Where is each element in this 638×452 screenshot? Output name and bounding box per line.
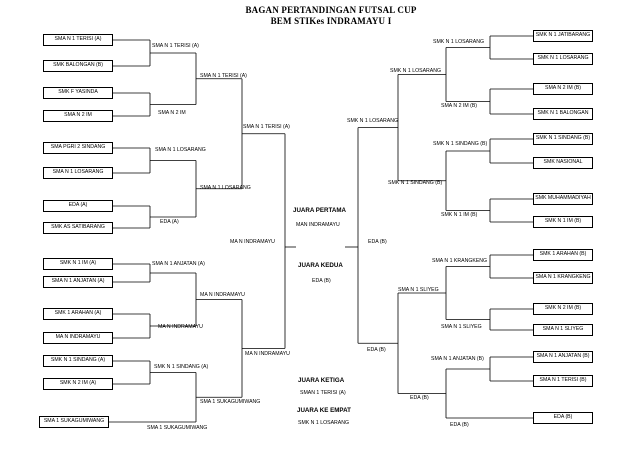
finalist-label-left: MA N INDRAMAYU	[230, 239, 275, 245]
team-box-left-12: MA N INDRAMAYU	[43, 332, 113, 344]
team-box-left-7: EDA (A)	[43, 200, 113, 212]
winner-label: SMK N 1 LOSARANG	[390, 68, 442, 74]
winner-label: MA N INDRAMAYU	[245, 351, 290, 357]
winner-label: SMK N 1 SINDANG (B)	[388, 180, 443, 186]
winner-label: SMA 1 SUKAGUMIWANG	[147, 425, 208, 431]
team-box-left-6: SMA N 1 LOSARANG	[43, 167, 113, 179]
winner-label: SMK N 1 LOSARANG	[433, 39, 485, 45]
team-box-right-7: SMK MUHAMMADIYAH	[533, 193, 593, 205]
winner-label: SMA 1 SUKAGUMIWANG	[200, 399, 261, 405]
team-box-right-9: SMK 1 ARAHAN (B)	[533, 249, 593, 261]
team-box-left-13: SMK N 1 SINDANG (A)	[43, 355, 113, 367]
second-place-heading: JUARA KEDUA	[298, 262, 343, 269]
team-box-left-2: SMK BALONGAN (B)	[43, 60, 113, 72]
team-box-left-14: SMK N 2 IM (A)	[43, 378, 113, 390]
winner-label: SMK N 1 SINDANG (B)	[433, 141, 488, 147]
winner-label: MA N INDRAMAYU	[158, 324, 203, 330]
winner-label: MA N INDRAMAYU	[200, 292, 245, 298]
team-box-right-5: SMK N 1 SINDANG (B)	[533, 133, 593, 145]
team-box-right-6: SMK NASIONAL	[533, 157, 593, 169]
fourth-place-heading: JUARA KE EMPAT	[297, 407, 351, 414]
team-box-left-15: SMA 1 SUKAGUMIWANG	[39, 416, 109, 428]
finalist-label-right: EDA (B)	[368, 239, 387, 245]
team-box-right-4: SMK N 1 BALONGAN	[533, 108, 593, 120]
first-place-heading: JUARA PERTAMA	[293, 207, 346, 214]
winner-label: SMA N 1 ANJATAN (B)	[431, 356, 484, 362]
bracket-title: BAGAN PERTANDINGAN FUTSAL CUP	[245, 5, 417, 15]
winner-label: EDA (B)	[450, 422, 469, 428]
team-box-right-10: SMA N 1 KRANGKENG	[533, 272, 593, 284]
team-box-left-11: SMK 1 ARAHAN (A)	[43, 308, 113, 320]
winner-label: EDA (B)	[410, 395, 429, 401]
winner-label: SMA N 1 KRANGKENG	[432, 258, 488, 264]
second-place-team: EDA (B)	[312, 278, 331, 284]
team-box-left-4: SMA N 2 IM	[43, 110, 113, 122]
team-box-right-3: SMA N 2 IM (B)	[533, 83, 593, 95]
winner-label: SMA N 1 ANJATAN (A)	[152, 261, 205, 267]
third-place-team: SMAN 1 TERISI (A)	[300, 390, 346, 396]
third-place-heading: JUARA KETIGA	[298, 377, 345, 384]
team-box-left-3: SMK F YASINDA	[43, 87, 113, 99]
winner-label: SMK N 1 LOSARANG	[347, 118, 399, 124]
winner-label: EDA (B)	[367, 347, 386, 353]
winner-label: SMA N 1 SLIYEG	[441, 324, 482, 330]
winner-label: SMA N 1 TERISI (A)	[152, 43, 199, 49]
winner-label: EDA (A)	[160, 219, 179, 225]
team-box-right-14: SMA N 1 TERISI (B)	[533, 375, 593, 387]
team-box-right-1: SMK N 1 JATIBARANG	[533, 30, 593, 42]
team-box-right-11: SMK N 2 IM (B)	[533, 303, 593, 315]
winner-label: SMA N 1 TERISI (A)	[243, 124, 290, 130]
fourth-place-team: SMK N 1 LOSARANG	[298, 420, 350, 426]
winner-label: SMA N 1 SLIYEG	[398, 287, 439, 293]
team-box-right-12: SMA N 1 SLIYEG	[533, 324, 593, 336]
team-box-right-15: EDA (B)	[533, 412, 593, 424]
team-box-left-5: SMA PGRI 2 SINDANG	[43, 142, 113, 154]
team-box-left-8: SMK AS SATIBARANG	[43, 222, 113, 234]
winner-label: SMK N 1 IM (B)	[441, 212, 478, 218]
first-place-team: MAN INDRAMAYU	[296, 222, 340, 228]
winner-label: SMA N 1 LOSARANG	[155, 147, 206, 153]
winner-label: SMA N 2 IM (B)	[441, 103, 478, 109]
team-box-right-8: SMK N 1 IM (B)	[533, 216, 593, 228]
team-box-left-1: SMA N 1 TERISI (A)	[43, 34, 113, 46]
team-box-right-2: SMK N 1 LOSARANG	[533, 53, 593, 65]
team-box-left-10: SMA N 1 ANJATAN (A)	[43, 276, 113, 288]
bracket-subtitle: BEM STIKes INDRAMAYU I	[270, 16, 392, 26]
winner-label: SMA N 2 IM	[158, 110, 186, 116]
winner-label: SMK N 1 SINDANG (A)	[154, 364, 209, 370]
team-box-right-13: SMA N 1 ANJATAN (B)	[533, 351, 593, 363]
winner-label: SMA N 1 TERISI (A)	[200, 73, 247, 79]
team-box-left-9: SMK N 1 IM (A)	[43, 258, 113, 270]
winner-label: SMA N 1 LOSARANG	[200, 185, 251, 191]
